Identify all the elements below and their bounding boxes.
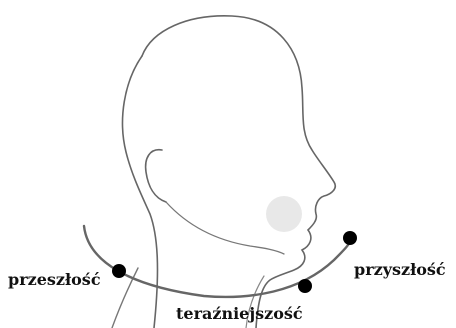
- past-label: przeszłość: [8, 272, 101, 288]
- cheek-shading: [266, 196, 302, 232]
- present-dot: [298, 279, 312, 293]
- future-label: przyszłość: [354, 262, 446, 278]
- past-dot: [112, 264, 126, 278]
- future-dot: [343, 231, 357, 245]
- present-label: teraźniejszość: [176, 306, 303, 322]
- ear: [146, 150, 166, 202]
- jaw-line: [166, 202, 284, 254]
